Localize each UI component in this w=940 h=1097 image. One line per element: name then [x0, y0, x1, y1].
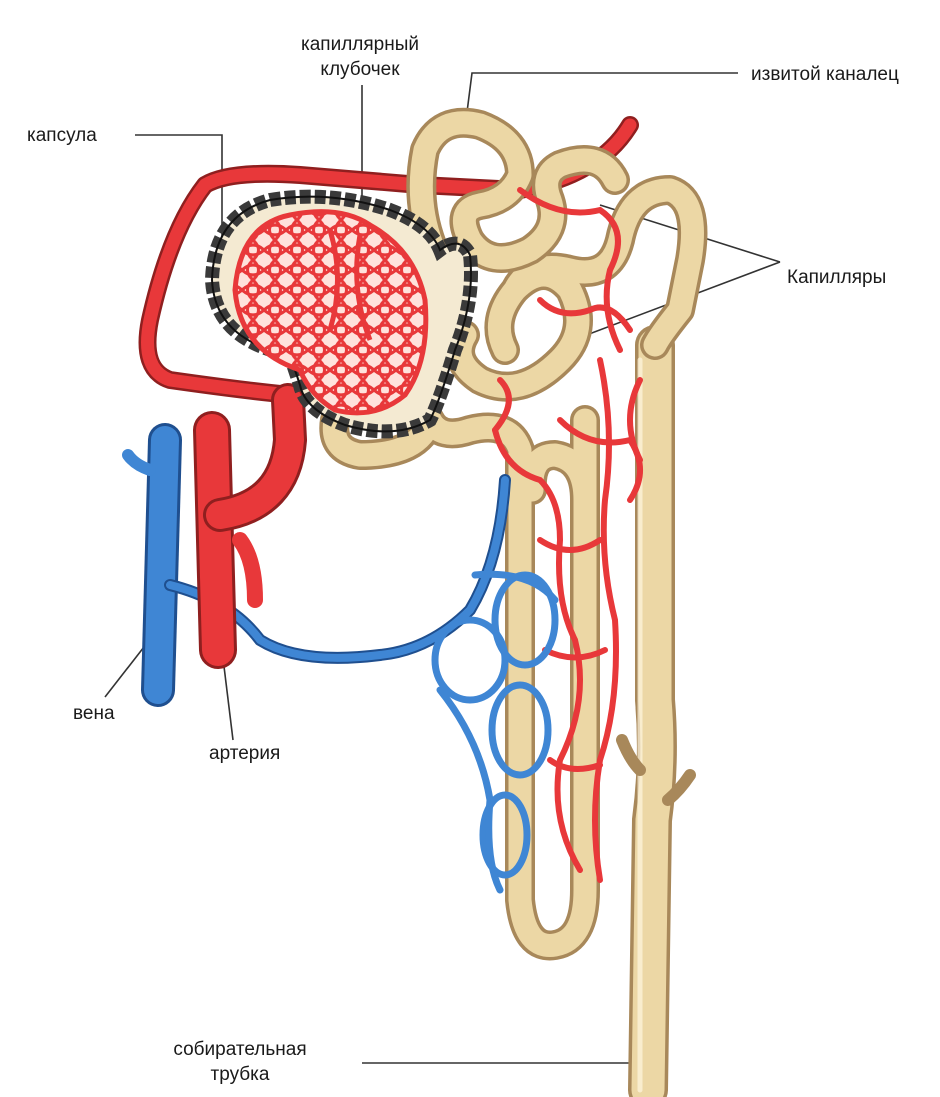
label-capillaries: Капилляры	[787, 267, 887, 288]
label-glomerulus-line1: капиллярный	[301, 34, 419, 55]
label-glomerulus: капиллярный клубочек	[255, 32, 465, 82]
label-vein: вена	[73, 703, 115, 724]
label-collecting-duct-line2: трубка	[210, 1064, 270, 1085]
collecting-duct	[616, 325, 696, 1097]
label-capsule: капсула	[27, 125, 97, 146]
convoluted-tubule	[319, 107, 708, 961]
leader-tubule	[465, 72, 738, 121]
vein-network	[122, 423, 559, 894]
label-artery: артерия	[209, 743, 281, 764]
label-glomerulus-line2: клубочек	[320, 59, 400, 80]
peritubular-capillaries	[492, 187, 643, 883]
capillary-glomerulus	[232, 209, 429, 416]
label-collecting-duct: собирательная трубка	[140, 1037, 340, 1087]
artery-trunk	[193, 383, 307, 669]
label-collecting-duct-line1: собирательная	[173, 1039, 307, 1060]
label-convoluted-tubule: извитой каналец	[751, 64, 899, 85]
